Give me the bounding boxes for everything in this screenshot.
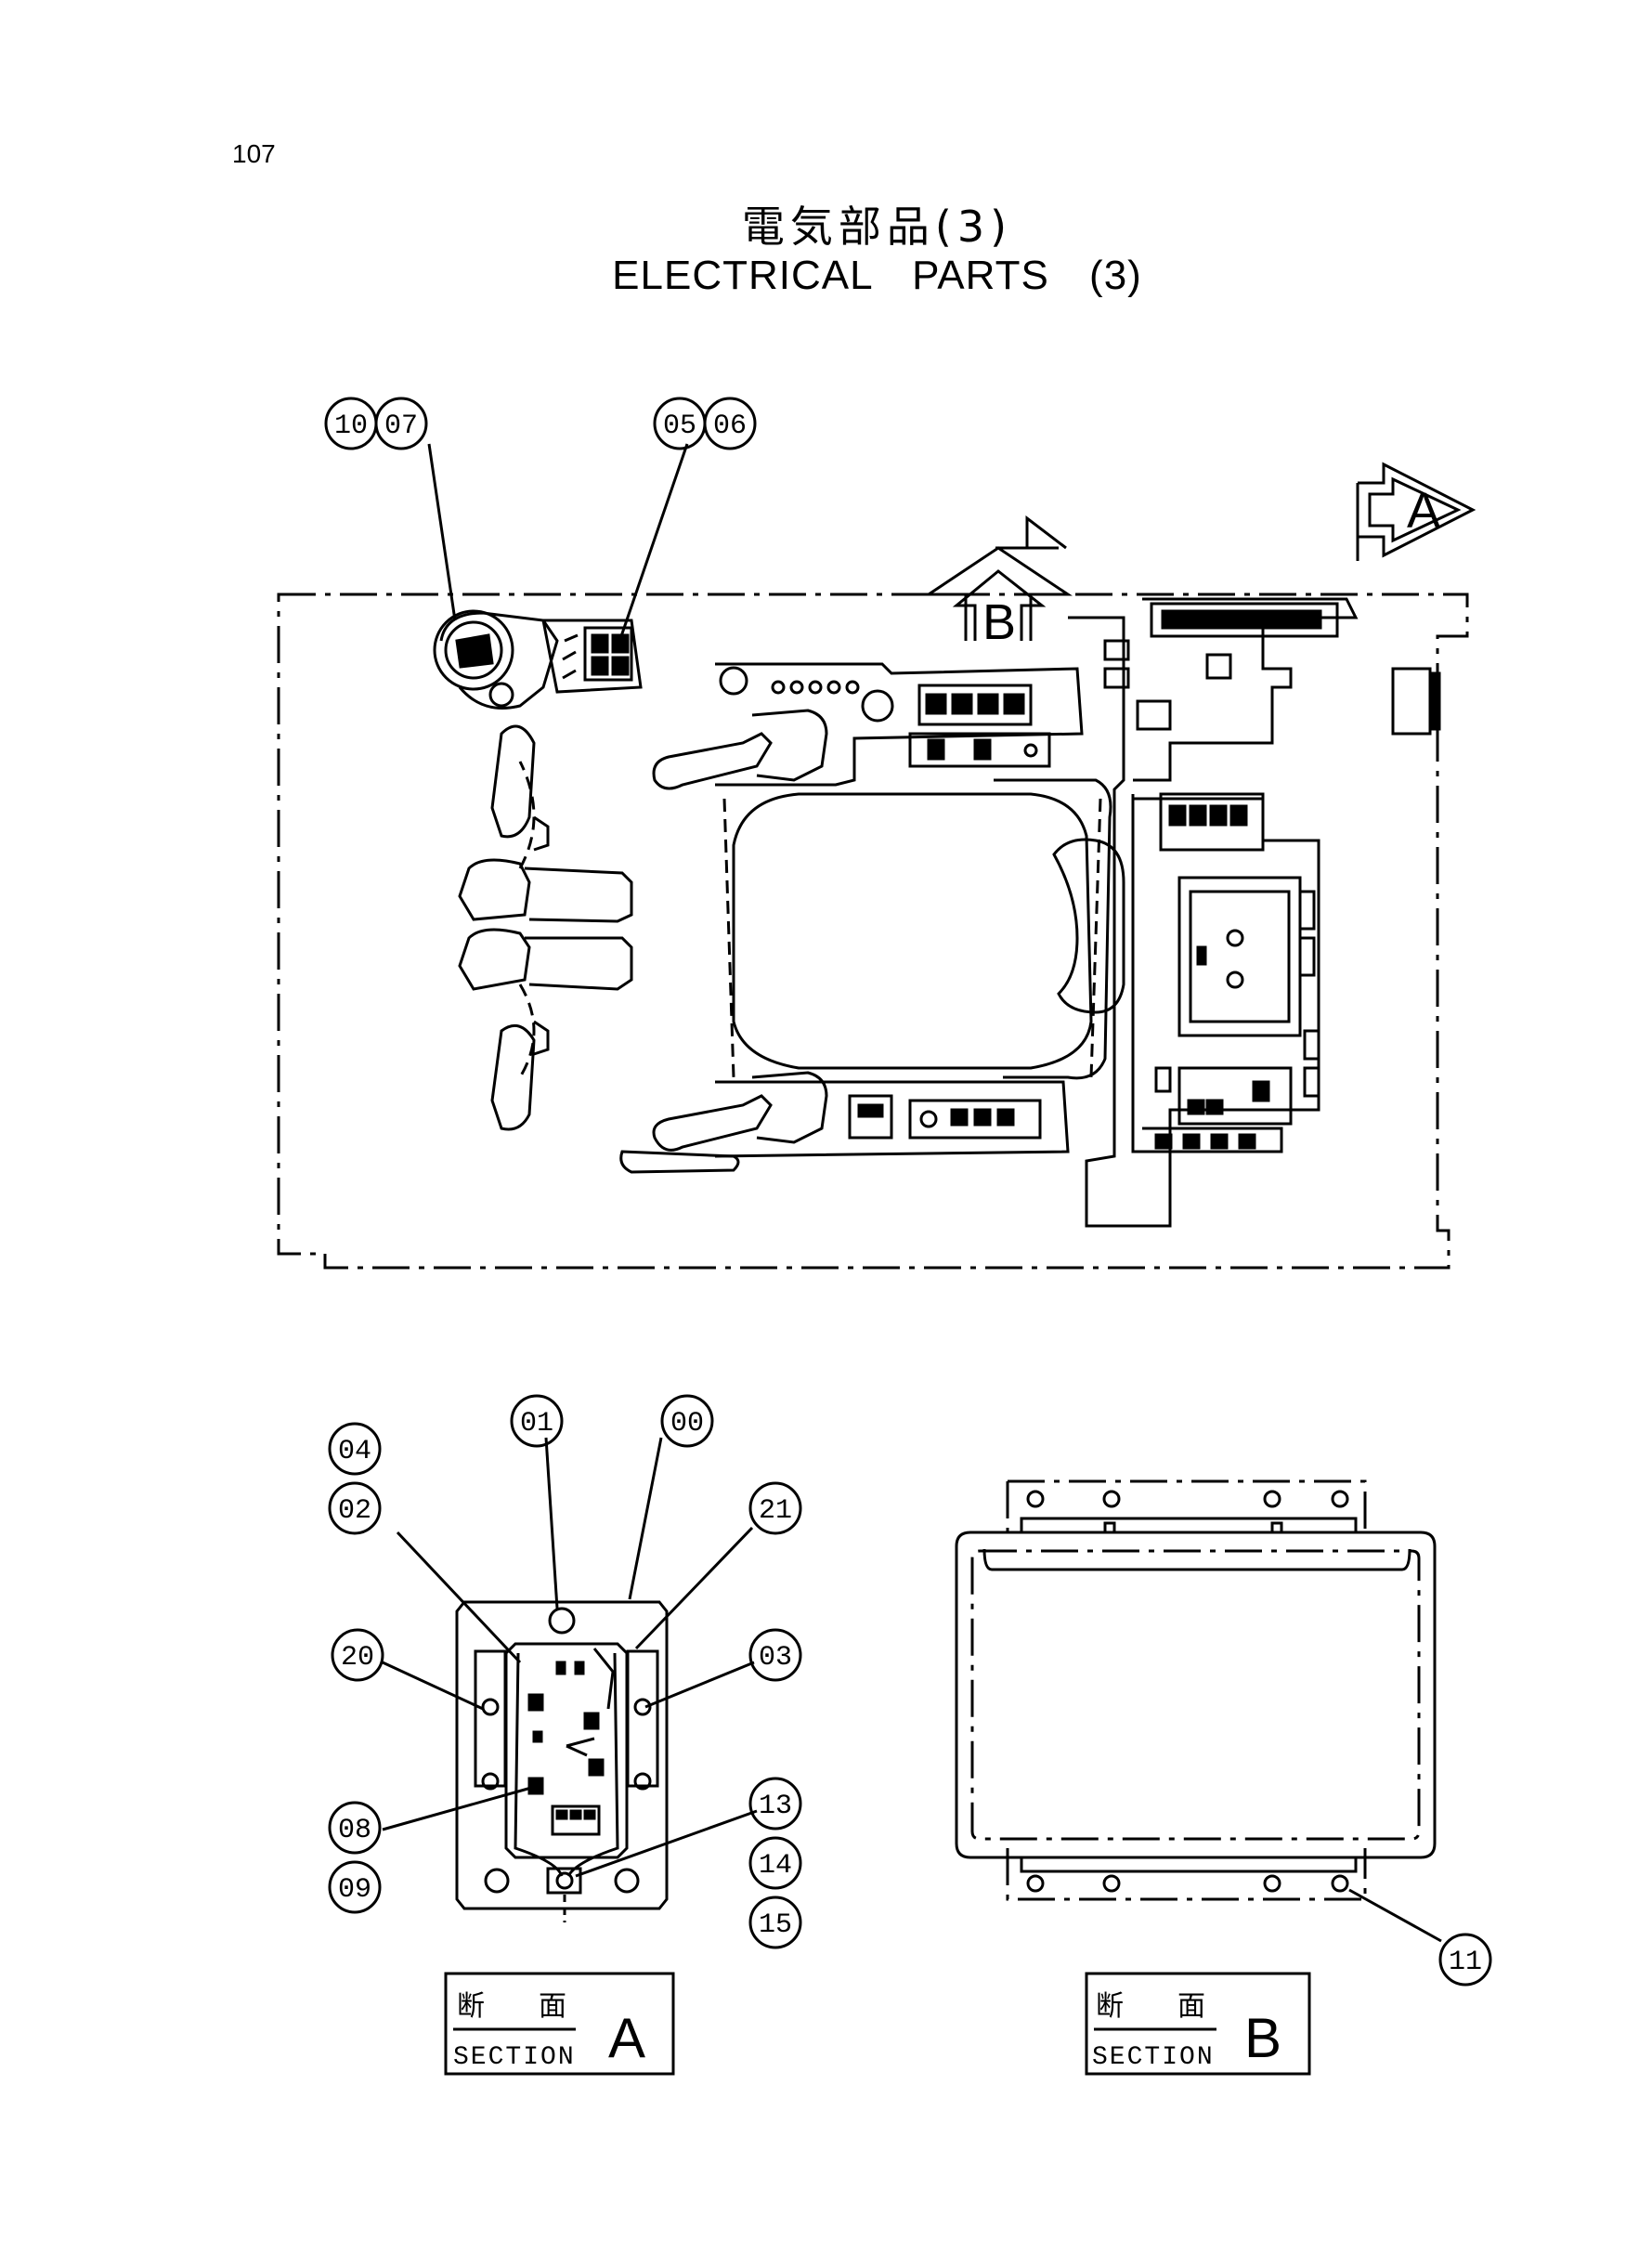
section-a-en: SECTION [453, 2043, 576, 2072]
top-leader-lines [427, 443, 689, 640]
callout-08: 08 [338, 1815, 371, 1846]
callout-11: 11 [1449, 1947, 1482, 1978]
callout-01: 01 [520, 1408, 553, 1440]
section-b-en: SECTION [1092, 2043, 1215, 2072]
switch-panel [541, 619, 643, 694]
title-english: ELECTRICAL PARTS (3) [612, 253, 1142, 298]
callout-03: 03 [759, 1642, 792, 1674]
callout-15: 15 [759, 1909, 792, 1941]
page-number: 107 [232, 139, 276, 168]
view-marker-a-label: A [1407, 483, 1440, 539]
top-callouts [324, 397, 757, 450]
section-b-letter: B [1244, 2007, 1281, 2069]
callout-06: 06 [713, 410, 747, 442]
section-b-jp-right: 面 [1177, 1990, 1205, 2023]
view-marker-a: A [1356, 462, 1476, 561]
section-a-leader-lines [382, 1437, 758, 1878]
section-a-label-box [444, 1972, 675, 2076]
callout-09: 09 [338, 1874, 371, 1906]
callout-13: 13 [759, 1791, 792, 1822]
callout-04: 04 [338, 1436, 371, 1467]
upper-console [652, 662, 1084, 790]
cab-outline [277, 593, 1469, 1270]
view-marker-b: B [924, 515, 1073, 650]
right-electrical-panel [1068, 597, 1441, 1228]
callout-20: 20 [341, 1642, 374, 1674]
section-a-jp-right: 面 [539, 1990, 566, 2023]
title-japanese: 電気部品(3) [741, 202, 1013, 252]
left-levers [458, 724, 633, 1131]
callout-00: 00 [670, 1408, 704, 1440]
section-b-jp-left: 断 [1096, 1990, 1124, 2023]
section-a-letter: A [608, 2007, 645, 2069]
section-b-label-box [1085, 1972, 1311, 2076]
callout-05: 05 [663, 410, 696, 442]
view-marker-b-label: B [982, 594, 1016, 650]
callout-02: 02 [338, 1495, 371, 1527]
callout-14: 14 [759, 1850, 792, 1882]
section-a-callouts [328, 1394, 802, 1949]
callout-21: 21 [759, 1495, 792, 1527]
operator-seat [722, 778, 1125, 1080]
section-b-drawing [955, 1479, 1442, 1943]
key-switch-assembly [433, 609, 559, 710]
section-a-drawing [455, 1600, 669, 1922]
callout-10: 10 [334, 410, 368, 442]
lower-console [619, 1071, 1070, 1174]
section-a-jp-left: 断 [457, 1990, 485, 2023]
section-b-callouts [1438, 1933, 1492, 1987]
callout-07: 07 [384, 410, 418, 442]
